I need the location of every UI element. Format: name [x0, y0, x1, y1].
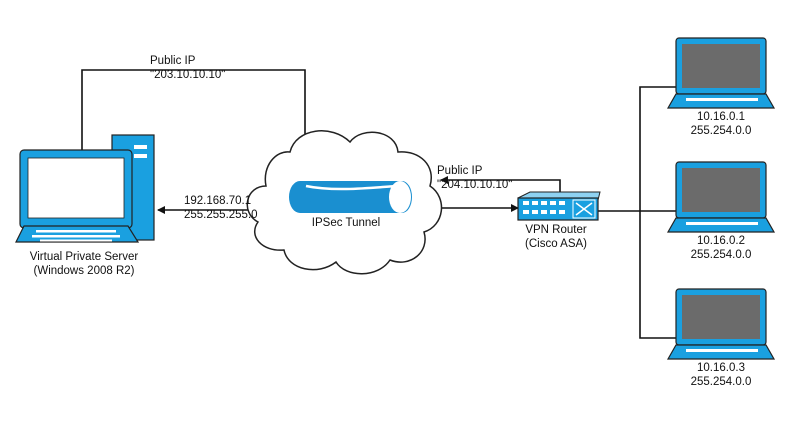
- tunnel-label: IPSec Tunnel: [311, 217, 381, 229]
- server-mask: 255.255.255.0: [184, 209, 258, 221]
- server-name: Virtual Private Server: [29, 251, 139, 263]
- keyboard-keys: [32, 230, 120, 242]
- router-public-ip-line: [440, 176, 561, 196]
- tunnel-pipe-icon: [289, 181, 412, 213]
- desktop-computer-icon: [15, 134, 155, 243]
- server-os: (Windows 2008 R2): [33, 265, 135, 277]
- laptop-icon: [666, 161, 776, 233]
- server-public-ip-line: [81, 69, 306, 158]
- server-public-ip-value: "203.10.10.10": [150, 69, 226, 81]
- client-mask: 255.254.0.0: [690, 125, 752, 137]
- router-public-ip-value: "204.10.10.10": [437, 179, 513, 191]
- client-ip: 10.16.0.1: [697, 111, 745, 123]
- server-ip: 192.168.70.1: [184, 195, 252, 207]
- network-switch-icon: [517, 191, 601, 221]
- router-model: (Cisco ASA): [525, 238, 587, 250]
- client-mask: 255.254.0.0: [690, 249, 752, 261]
- client-ip: 10.16.0.2: [697, 235, 745, 247]
- client-bus-line: [639, 86, 676, 339]
- client-mask: 255.254.0.0: [690, 376, 752, 388]
- router-public-ip-title: Public IP: [437, 165, 483, 177]
- laptop-icon: [666, 37, 776, 109]
- laptop-icon: [666, 288, 776, 360]
- server-public-ip-title: Public IP: [150, 55, 196, 67]
- client-ip: 10.16.0.3: [697, 362, 745, 374]
- router-name: VPN Router: [525, 224, 587, 236]
